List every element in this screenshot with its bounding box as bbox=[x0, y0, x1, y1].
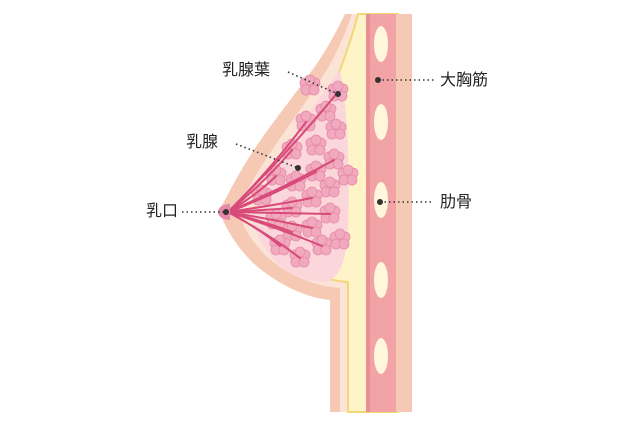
leader-dots bbox=[223, 77, 383, 215]
duct-15 bbox=[227, 211, 323, 247]
label-nipple: 乳口 bbox=[146, 201, 179, 220]
lobule-bud bbox=[328, 148, 340, 160]
duct-3 bbox=[227, 149, 293, 213]
rib-2 bbox=[374, 104, 388, 140]
lobule-bud bbox=[320, 244, 332, 256]
lobule-bud bbox=[346, 174, 358, 186]
lobule-bud bbox=[310, 196, 322, 208]
rib-5 bbox=[374, 338, 388, 374]
lobule-bud bbox=[314, 170, 326, 182]
lobule-bud bbox=[324, 202, 336, 214]
lobule-bud bbox=[310, 226, 322, 238]
lobule-bud bbox=[308, 84, 320, 96]
lobule-bud bbox=[314, 144, 326, 156]
dot-pectoral bbox=[375, 77, 381, 83]
lobule-bud bbox=[306, 216, 318, 228]
lobule-bud bbox=[306, 186, 318, 198]
lobule-bud bbox=[332, 80, 344, 92]
lobule-bud bbox=[332, 158, 344, 170]
dot-rib bbox=[377, 199, 383, 205]
lobule-bud bbox=[328, 186, 340, 198]
rib-4 bbox=[374, 262, 388, 298]
dot-nipple bbox=[223, 209, 229, 215]
lobule-22 bbox=[329, 228, 351, 250]
label-mammary-gland: 乳腺 bbox=[186, 132, 219, 151]
lobule-bud bbox=[324, 176, 336, 188]
dot-gland bbox=[295, 165, 301, 171]
lobule-14 bbox=[319, 202, 341, 224]
leader-lines bbox=[182, 71, 434, 213]
lobule-bud bbox=[298, 256, 310, 268]
lobule-bud bbox=[290, 206, 302, 218]
rib-1 bbox=[374, 26, 388, 62]
lobule-bud bbox=[328, 212, 340, 224]
lobule-bud bbox=[342, 164, 354, 176]
lobule-15 bbox=[301, 216, 323, 238]
chest-wall bbox=[396, 14, 412, 412]
lobule-11 bbox=[319, 176, 341, 198]
label-rib: 肋骨 bbox=[440, 192, 473, 211]
lobule-bud bbox=[324, 110, 336, 122]
ribs-group bbox=[374, 26, 388, 374]
label-lobule: 乳腺葉 bbox=[222, 60, 271, 79]
lobule-4 bbox=[325, 118, 347, 140]
lobule-19 bbox=[289, 246, 311, 268]
leader-lobule bbox=[287, 71, 339, 95]
lobules-group bbox=[251, 74, 359, 268]
lobule-23 bbox=[337, 164, 359, 186]
leader-gland bbox=[235, 143, 299, 169]
lobule-bud bbox=[338, 238, 350, 250]
duct-9 bbox=[227, 211, 331, 215]
lobule-7 bbox=[323, 148, 345, 170]
label-pectoral-muscle: 大胸筋 bbox=[440, 70, 489, 89]
lobule-bud bbox=[274, 174, 286, 186]
ducts-group bbox=[227, 91, 339, 259]
lobule-2 bbox=[315, 100, 337, 122]
lobule-bud bbox=[300, 110, 312, 122]
dot-lobule bbox=[335, 91, 341, 97]
lobule-5 bbox=[305, 134, 327, 156]
lobule-bud bbox=[310, 134, 322, 146]
lobule-bud bbox=[290, 148, 302, 160]
lobule-bud bbox=[334, 228, 346, 240]
duct-2 bbox=[227, 121, 307, 213]
duct-13 bbox=[227, 211, 281, 247]
duct-16 bbox=[227, 159, 335, 213]
pectoral-muscle-edge bbox=[366, 14, 370, 412]
lobule-bud bbox=[330, 118, 342, 130]
lobule-bud bbox=[334, 128, 346, 140]
